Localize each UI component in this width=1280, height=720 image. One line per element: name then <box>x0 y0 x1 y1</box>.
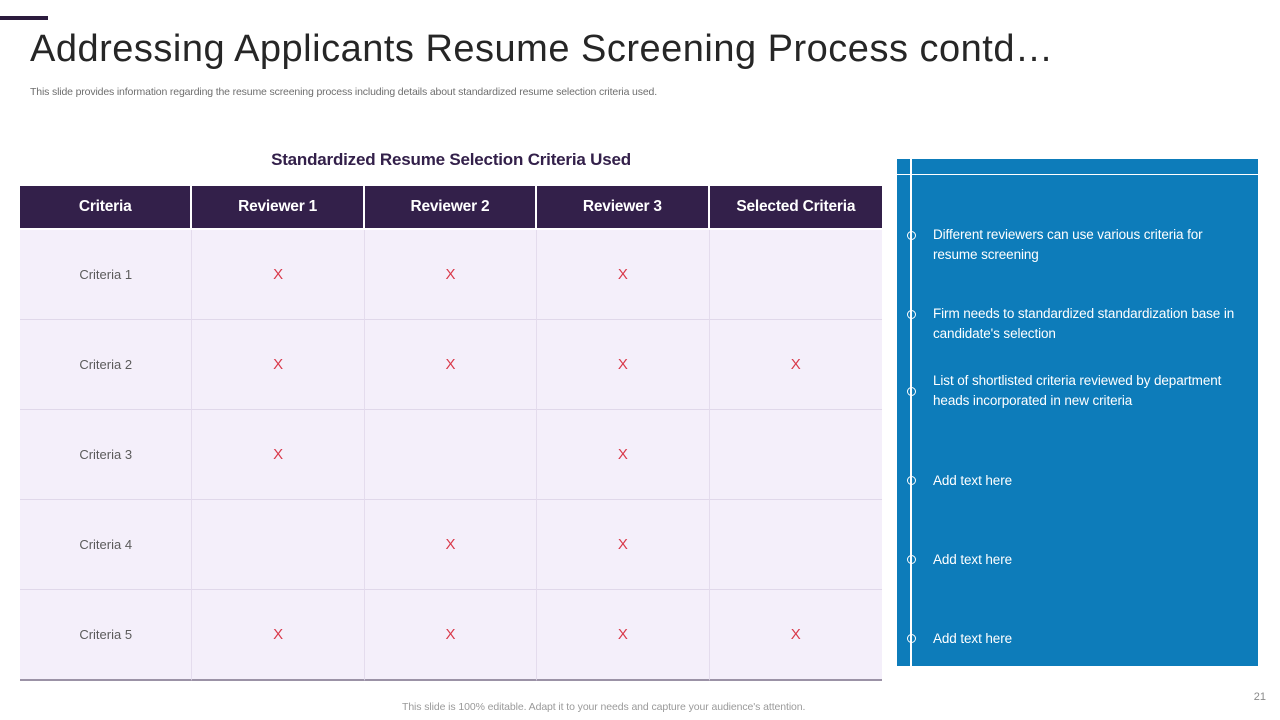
table-row: Criteria 1 X X X <box>20 230 882 320</box>
cell-mark: X <box>709 320 882 410</box>
list-item-label: Add text here <box>933 473 1013 488</box>
circle-bullet-icon <box>906 310 916 319</box>
mark-value: X <box>445 356 456 373</box>
cell-mark: X <box>537 500 710 590</box>
cell-mark: X <box>364 500 538 590</box>
mark-value: X <box>617 626 628 643</box>
column-header-reviewer-2: Reviewer 2 <box>364 186 538 230</box>
circle-bullet-icon <box>906 555 916 564</box>
mark-value: X <box>273 446 284 463</box>
timeline-rail <box>910 159 912 666</box>
mark-value: X <box>273 356 284 373</box>
mark-value: X <box>445 536 456 553</box>
circle-bullet-icon <box>906 231 916 240</box>
cell-mark: X <box>192 590 365 681</box>
info-panel-list: Different reviewers can use various crit… <box>897 175 1258 666</box>
mark-value: X <box>617 356 628 373</box>
cell-mark <box>192 500 365 590</box>
cell-mark <box>709 230 882 320</box>
circle-bullet-icon <box>906 634 916 643</box>
cell-mark: X <box>192 410 365 500</box>
title-accent-bar <box>0 16 48 20</box>
list-item-label: Add text here <box>933 552 1013 567</box>
mark-value: X <box>273 626 284 643</box>
page-number: 21 <box>1253 691 1266 703</box>
mark-value: X <box>790 626 801 643</box>
cell-mark: X <box>192 320 365 410</box>
list-item-label: Different reviewers can use various crit… <box>933 227 1203 262</box>
table-row: Criteria 5 X X X X <box>20 590 882 681</box>
footer-note: This slide is 100% editable. Adapt it to… <box>402 701 806 713</box>
cell-mark <box>709 500 882 590</box>
column-header-reviewer-3: Reviewer 3 <box>537 186 710 230</box>
mark-value: X <box>790 356 801 373</box>
info-panel: Different reviewers can use various crit… <box>897 159 1258 666</box>
cell-mark: X <box>537 320 710 410</box>
column-header-criteria: Criteria <box>20 186 193 230</box>
cell-mark: X <box>364 230 538 320</box>
column-header-selected-criteria: Selected Criteria <box>709 186 882 230</box>
table-heading: Standardized Resume Selection Criteria U… <box>271 150 631 169</box>
row-label: Criteria 5 <box>20 590 193 681</box>
cell-mark: X <box>364 590 538 681</box>
slide-subtitle: This slide provides information regardin… <box>30 86 657 98</box>
cell-mark: X <box>364 320 538 410</box>
cell-mark: X <box>537 410 710 500</box>
list-item-label: Add text here <box>933 631 1013 646</box>
row-label: Criteria 4 <box>20 500 193 590</box>
table-row: Criteria 2 X X X X <box>20 320 882 410</box>
mark-value: X <box>617 536 628 553</box>
page-title: Addressing Applicants Resume Screening P… <box>30 28 1054 70</box>
circle-bullet-icon <box>906 387 916 396</box>
cell-mark: X <box>709 590 882 681</box>
column-header-reviewer-1: Reviewer 1 <box>192 186 365 230</box>
mark-value: X <box>617 446 628 463</box>
cell-mark: X <box>192 230 365 320</box>
row-label: Criteria 1 <box>20 230 193 320</box>
info-panel-top-strip <box>897 159 1258 175</box>
table-header-row: Criteria Reviewer 1 Reviewer 2 Reviewer … <box>20 186 882 230</box>
mark-value: X <box>273 266 284 283</box>
circle-bullet-icon <box>906 476 916 485</box>
table-row: Criteria 4 X X <box>20 500 882 590</box>
criteria-table-body: Criteria 1 X X X Criteria 2 X X X X Crit… <box>20 230 882 681</box>
row-label: Criteria 3 <box>20 410 193 500</box>
cell-mark <box>709 410 882 500</box>
mark-value: X <box>445 626 456 643</box>
criteria-table-head: Criteria Reviewer 1 Reviewer 2 Reviewer … <box>20 186 882 230</box>
table-row: Criteria 3 X X <box>20 410 882 500</box>
criteria-table: Criteria Reviewer 1 Reviewer 2 Reviewer … <box>20 186 882 681</box>
cell-mark: X <box>537 590 710 681</box>
list-item-label: List of shortlisted criteria reviewed by… <box>933 373 1222 408</box>
mark-value: X <box>617 266 628 283</box>
cell-mark: X <box>537 230 710 320</box>
cell-mark <box>364 410 538 500</box>
mark-value: X <box>445 266 456 283</box>
list-item-label: Firm needs to standardized standardizati… <box>933 306 1235 341</box>
row-label: Criteria 2 <box>20 320 193 410</box>
